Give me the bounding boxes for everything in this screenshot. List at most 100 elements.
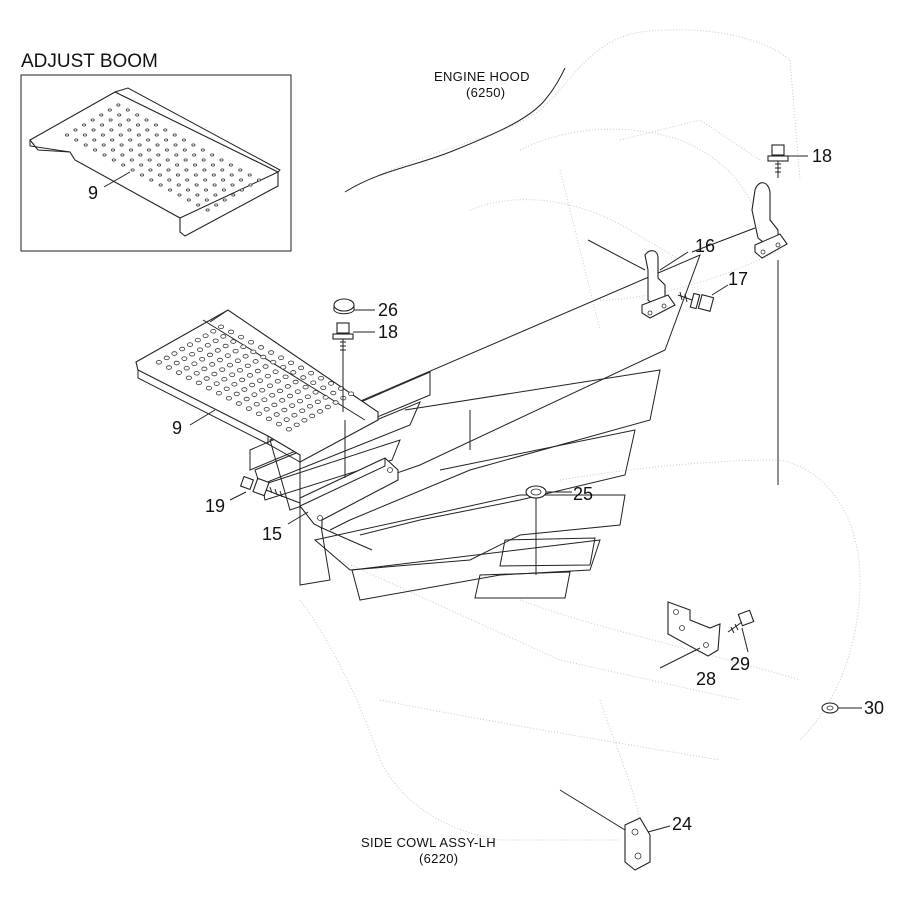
plate-hole: [199, 357, 206, 362]
plate-hole: [127, 128, 132, 132]
plate-hole: [270, 359, 277, 365]
plate-hole: [83, 143, 88, 147]
plate-hole: [108, 118, 113, 122]
plate-hole: [234, 358, 241, 363]
plate-hole: [338, 386, 345, 391]
plate-hole: [224, 353, 231, 358]
plate-hole: [242, 354, 249, 359]
plate-hole: [183, 158, 188, 162]
plate-hole: [279, 398, 286, 403]
step-plate-holes: [155, 324, 355, 432]
engine-hood-label: ENGINE HOOD: [434, 69, 530, 84]
bracket-15: 15: [262, 457, 399, 544]
washer-30: 30: [821, 698, 884, 718]
plate-hole: [164, 148, 169, 152]
plate-hole: [292, 379, 299, 385]
bolt-18-upper: 18: [767, 144, 832, 178]
plate-hole: [222, 343, 229, 349]
plate-hole: [291, 412, 298, 418]
plate-hole: [239, 377, 246, 383]
plate-hole: [121, 163, 126, 167]
latch-16: 16: [587, 236, 715, 319]
plate-hole: [211, 173, 216, 177]
plate-hole: [266, 383, 273, 388]
plate-hole: [210, 153, 215, 157]
plate-hole: [276, 388, 283, 394]
plate-hole: [146, 138, 151, 142]
bolt-29: 29: [727, 609, 755, 674]
plate-hole: [181, 356, 188, 361]
plate-hole: [218, 324, 225, 330]
inset-plate-holes: [65, 103, 261, 212]
plate-hole: [273, 412, 280, 417]
plate-hole: [129, 158, 134, 162]
plate-hole: [185, 375, 192, 381]
plate-hole: [173, 143, 178, 147]
plate-hole: [201, 158, 206, 162]
plate-hole: [258, 345, 265, 350]
inset-step-plate: [29, 87, 281, 237]
callout-19: 19: [205, 496, 225, 516]
plate-hole: [268, 350, 275, 355]
plate-hole: [348, 391, 355, 396]
plate-hole: [135, 123, 140, 127]
plate-hole: [137, 143, 142, 147]
plate-hole: [118, 123, 123, 127]
plate-hole: [262, 364, 269, 369]
plate-hole: [203, 376, 210, 381]
plate-hole: [274, 379, 281, 384]
plate-hole: [316, 409, 323, 414]
plate-hole: [109, 128, 114, 132]
plate-hole: [330, 390, 337, 396]
plate-hole: [82, 133, 87, 137]
plate-hole: [117, 113, 122, 117]
plate-hole: [130, 168, 135, 172]
plate-hole: [238, 168, 243, 172]
plate-hole: [230, 183, 235, 187]
plate-hole: [296, 398, 303, 404]
plate-hole: [203, 188, 208, 192]
plate-hole: [275, 421, 282, 427]
plate-hole: [175, 173, 180, 177]
plate-hole: [304, 394, 311, 399]
plate-hole: [246, 373, 253, 378]
bracket-28: 28: [659, 601, 721, 689]
engine-hood-edge: [344, 67, 566, 193]
plate-hole: [176, 183, 181, 187]
plate-hole: [210, 328, 217, 334]
plate-hole: [65, 133, 70, 137]
plate-hole: [252, 359, 259, 364]
plate-hole: [261, 397, 268, 402]
callout-24: 24: [672, 814, 692, 834]
plate-hole: [244, 363, 251, 369]
plate-hole: [174, 153, 179, 157]
plate-hole: [191, 143, 196, 147]
plate-hole: [166, 168, 171, 172]
plate-hole: [212, 338, 219, 344]
plate-hole: [233, 391, 240, 397]
plate-hole: [213, 193, 218, 197]
plate-hole: [219, 158, 224, 162]
plate-hole: [248, 339, 255, 345]
plate-hole: [256, 178, 261, 182]
plate-hole: [139, 173, 144, 177]
plate-hole: [205, 208, 210, 212]
plate-hole: [285, 426, 292, 432]
callout-9-inset: 9: [88, 183, 98, 203]
plate-hole: [249, 382, 256, 388]
plate-hole: [214, 203, 219, 207]
callout-16: 16: [695, 236, 715, 256]
plate-hole: [145, 128, 150, 132]
plate-hole: [324, 404, 331, 410]
plate-hole: [309, 413, 316, 419]
plate-hole: [298, 365, 305, 371]
plate-hole: [232, 348, 239, 354]
plate-hole: [299, 408, 306, 413]
plate-hole: [230, 339, 237, 344]
plate-hole: [101, 143, 106, 147]
plate-hole: [293, 422, 300, 428]
plate-hole: [82, 123, 87, 127]
plate-hole: [182, 148, 187, 152]
plate-hole: [206, 352, 213, 358]
